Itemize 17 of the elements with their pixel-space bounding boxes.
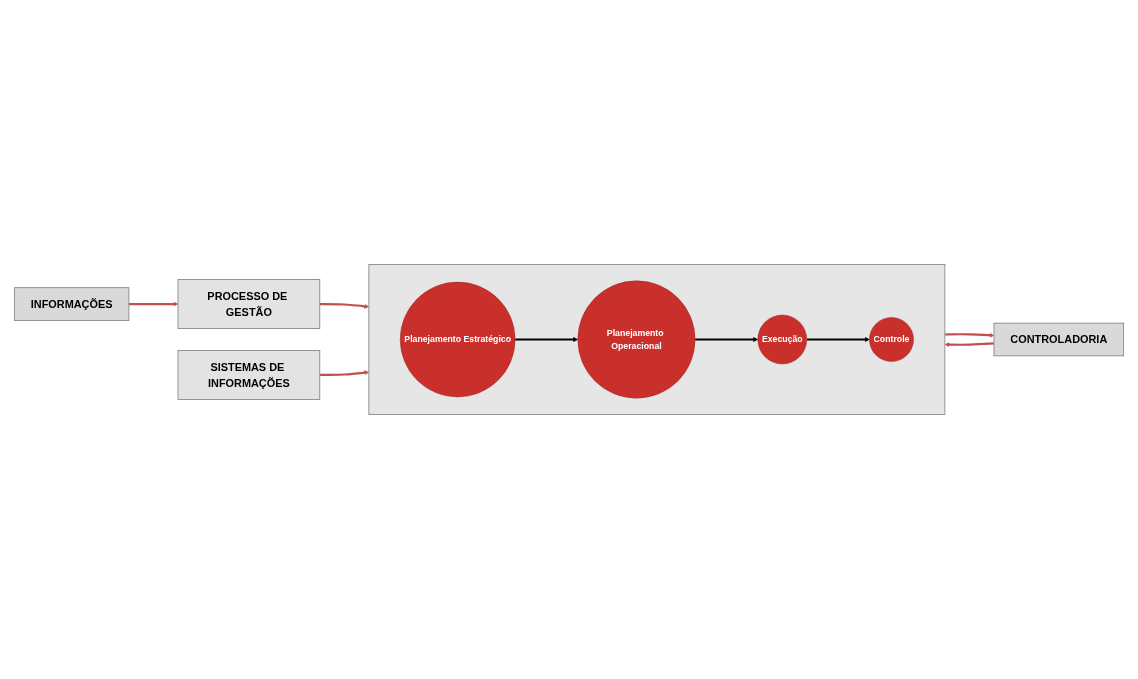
node-box: CONTROLADORIA: [993, 322, 1125, 357]
node-circle: Execução: [757, 314, 807, 365]
node-circle: Planejamento Estratégico: [399, 281, 516, 398]
node-circle: Planejamento Operacional: [577, 280, 696, 399]
node-box: PROCESSO DE GESTÃO: [177, 279, 321, 329]
node-box: SISTEMAS DE INFORMAÇÕES: [177, 350, 321, 400]
arrow: [944, 342, 995, 347]
arrow: [695, 337, 758, 342]
arrow: [515, 337, 579, 342]
arrow: [128, 301, 179, 307]
node-box: INFORMAÇÕES: [13, 287, 130, 321]
arrow: [319, 302, 370, 309]
node-circle: Controle: [869, 317, 914, 362]
cluster: [368, 264, 946, 415]
arrow: [319, 370, 370, 377]
arrow: [944, 332, 995, 338]
arrow: [806, 337, 870, 342]
